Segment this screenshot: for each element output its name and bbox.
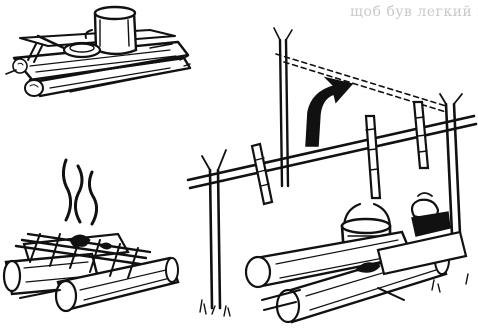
log-fire-icon bbox=[200, 232, 468, 322]
smoke-icon bbox=[63, 160, 96, 224]
hanging-pot-panel bbox=[188, 28, 476, 322]
crossbar-icon bbox=[188, 102, 476, 204]
curved-arrow-icon bbox=[306, 78, 352, 146]
kettle-icon bbox=[412, 193, 450, 236]
campfire-panel bbox=[4, 160, 178, 311]
log-stove-panel bbox=[6, 7, 190, 96]
firewood-icon bbox=[4, 234, 178, 311]
